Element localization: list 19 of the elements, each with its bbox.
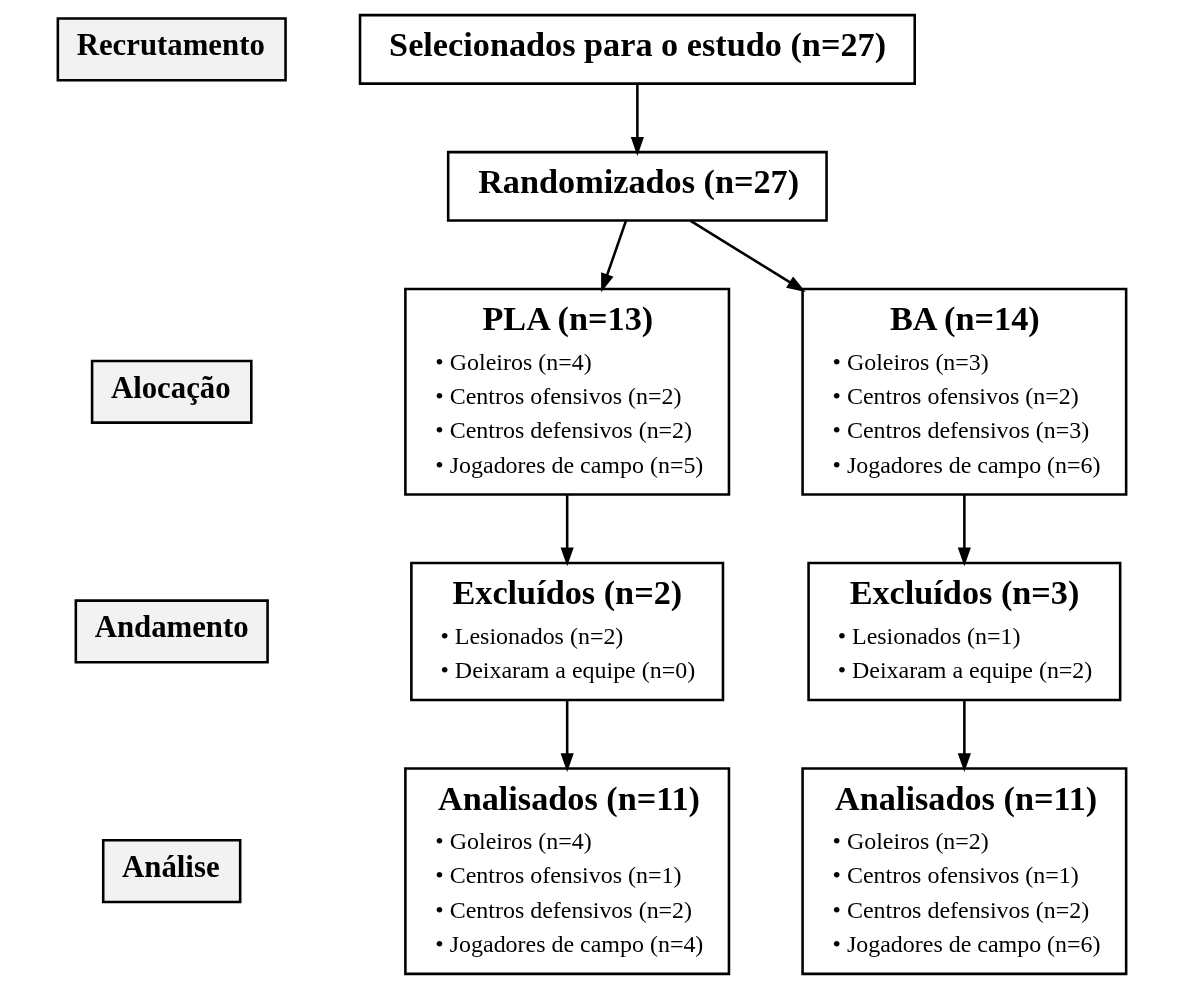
arrow [560, 495, 574, 567]
arrow [600, 220, 627, 293]
node-box: Análise [101, 839, 241, 904]
node-box: Analisados (n=11) • Goleiros (n=4) • Centros ofensivos (n=1) • Centros defensivos (n=2) • Jogadores de campo (n=4) [403, 767, 730, 976]
node-box: Analisados (n=11) • Goleiros (n=2) • Centros ofensivos (n=1) • Centros defensivos (n=2) • Jogadores de campo (n=6) [800, 767, 1127, 976]
arrow [630, 84, 644, 156]
node-box: Excluídos (n=3) • Lesionados (n=1) • Deixaram a equipe (n=2) [806, 561, 1121, 702]
node-box: BA (n=14) • Goleiros (n=3) • Centros ofensivos (n=2) • Centros defensivos (n=3) • Jogadores de campo (n=6) [800, 287, 1127, 496]
node-box: Andamento [74, 599, 269, 664]
node-box: Alocação [90, 359, 253, 424]
arrow [560, 700, 574, 773]
node-box: Randomizados (n=27) [446, 150, 828, 222]
arrow [689, 219, 806, 292]
arrow [957, 495, 971, 567]
node-box: Selecionados para o estudo (n=27) [358, 13, 916, 85]
node-box: PLA (n=13) • Goleiros (n=4) • Centros ofensivos (n=2) • Centros defensivos (n=2) • Jogadores de campo (n=5) [403, 287, 730, 496]
node-box: Excluídos (n=2) • Lesionados (n=2) • Deixaram a equipe (n=0) [409, 561, 724, 702]
arrow [957, 700, 971, 773]
node-box: Recrutamento [56, 17, 287, 82]
